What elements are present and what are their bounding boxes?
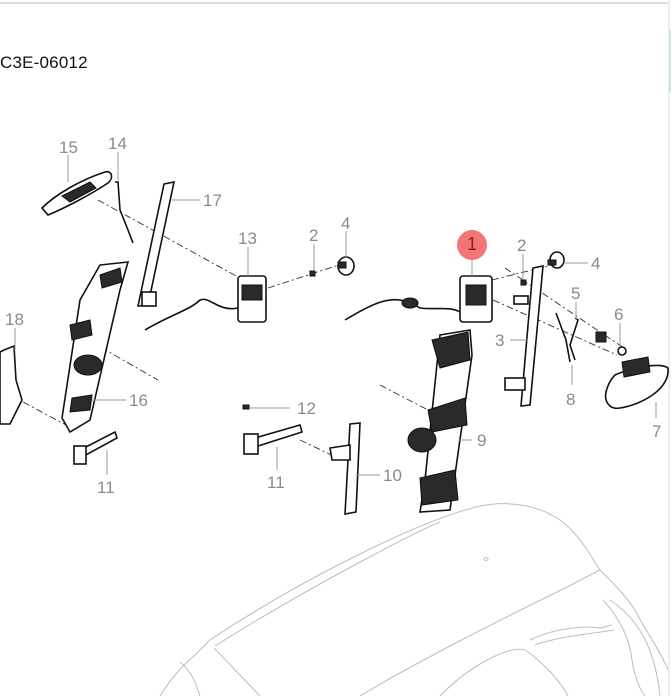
part-13-latch (144, 275, 267, 331)
part-5-rod (569, 317, 579, 361)
callout-15[interactable]: 15 (59, 138, 78, 157)
callout-11-left[interactable]: 11 (97, 478, 115, 497)
callout-6[interactable]: 6 (614, 305, 623, 324)
callout-1: 1 (466, 234, 477, 254)
part-3-glass-run (504, 265, 544, 407)
part-11-check-strap-right (243, 424, 303, 455)
part-16-regulator-left (61, 261, 130, 434)
part-1-latch-actuator (344, 275, 493, 323)
part-9-regulator-right (407, 329, 473, 513)
callout-2-left[interactable]: 2 (309, 226, 318, 245)
callout-18[interactable]: 18 (5, 310, 24, 329)
part-15-outer-handle (40, 170, 113, 216)
callout-13[interactable]: 13 (238, 229, 257, 248)
leader-lines (14, 152, 657, 476)
highlighted-callout-1[interactable]: 1 (457, 230, 487, 260)
callout-10[interactable]: 10 (383, 466, 402, 485)
callout-14[interactable]: 14 (108, 134, 127, 153)
callout-9[interactable]: 9 (477, 431, 486, 450)
part-8-rod (555, 312, 571, 363)
callout-4-left[interactable]: 4 (341, 214, 350, 233)
callout-8[interactable]: 8 (566, 390, 575, 409)
part-14-rod (115, 181, 134, 244)
right-scrollbar-thumb[interactable] (669, 30, 671, 92)
part-12-screw (242, 404, 250, 410)
part-11-check-strap-left (73, 430, 118, 465)
part-18-bracket (0, 344, 23, 425)
vehicle-outline (159, 503, 669, 696)
callout-2-right[interactable]: 2 (517, 236, 526, 255)
callout-5[interactable]: 5 (571, 284, 580, 303)
callout-12[interactable]: 12 (297, 399, 316, 418)
callout-17[interactable]: 17 (203, 191, 222, 210)
callout-16[interactable]: 16 (129, 391, 148, 410)
callout-4-right[interactable]: 4 (591, 254, 600, 273)
callout-labels: 15 14 17 13 2 4 18 16 11 12 11 10 9 2 4 … (5, 134, 661, 497)
part-6-cylinder (595, 331, 627, 356)
callout-11-right[interactable]: 11 (267, 473, 285, 492)
callout-3[interactable]: 3 (495, 331, 504, 350)
part-17-glass-run (136, 180, 176, 307)
part-2-screw-right (520, 279, 527, 286)
diagram-title: C3E-06012 (0, 53, 88, 72)
part-2-screw-left (309, 270, 316, 277)
right-scrollbar-track[interactable] (668, 0, 670, 696)
part-10-glass-run (329, 422, 361, 515)
part-7-outer-handle (604, 356, 669, 410)
top-divider (0, 2, 668, 4)
part-4-striker-right (547, 251, 565, 269)
part-4-striker-left (337, 256, 355, 276)
callout-7[interactable]: 7 (652, 422, 661, 441)
